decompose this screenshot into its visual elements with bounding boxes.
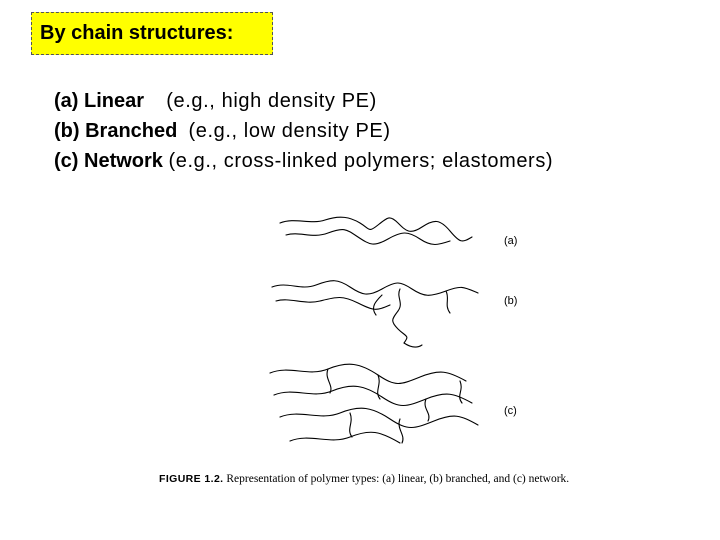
panel-label-b: (b) [504,295,518,307]
item-label: (b) Branched [54,120,178,142]
list-item-linear: (a) Linear (e.g., high density PE) [54,86,553,116]
panel-label-c: (c) [504,405,517,417]
network-chains [269,363,479,444]
list-item-network: (c) Network (e.g., cross-linked polymers… [54,146,553,176]
item-example: (e.g., cross-linked polymers; elastomers… [168,150,554,172]
chain-structure-list: (a) Linear (e.g., high density PE) (b) B… [54,86,553,176]
slide-title: By chain structures: [40,22,234,44]
caption-figure-id: FIGURE 1.2. [159,473,224,485]
title-box: By chain structures: [31,12,273,55]
linear-chains [279,216,473,246]
list-item-branched: (b) Branched (e.g., low density PE) [54,116,553,146]
item-example: (e.g., high density PE) [166,90,377,112]
polymer-types-figure: (a) (b) (c) [250,205,610,465]
polymer-chains-drawing [269,216,479,444]
panel-label-a: (a) [504,235,518,247]
item-label: (c) Network [54,150,163,172]
figure-caption: FIGURE 1.2. Representation of polymer ty… [159,473,569,485]
item-example: (e.g., low density PE) [188,120,391,142]
caption-text: Representation of polymer types: (a) lin… [226,473,570,485]
branched-chains [271,280,479,348]
item-label: (a) Linear [54,90,145,112]
